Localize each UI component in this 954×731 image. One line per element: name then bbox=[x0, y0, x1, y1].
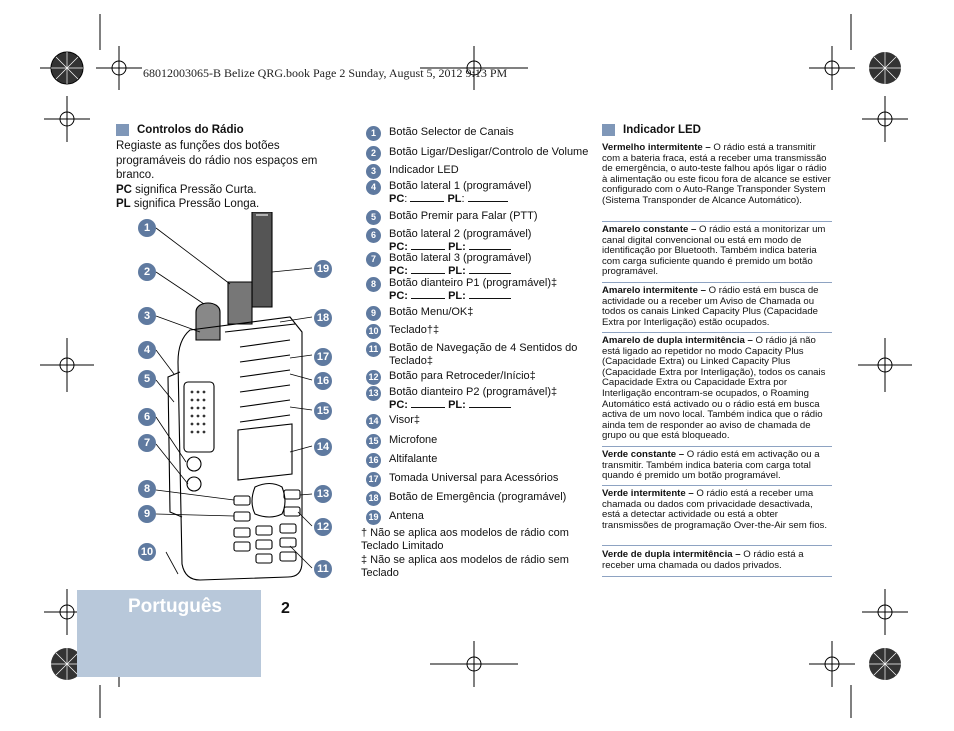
diagram-callout-13: 13 bbox=[314, 485, 332, 503]
diagram-callout-4: 4 bbox=[138, 341, 156, 359]
divider bbox=[602, 545, 832, 546]
control-number: 1 bbox=[366, 126, 381, 141]
diagram-callout-8: 8 bbox=[138, 480, 156, 498]
led-item-amber-double-blink: Amarelo de dupla intermitência – O rádio… bbox=[602, 335, 826, 442]
diagram-callout-5: 5 bbox=[138, 370, 156, 388]
diagram-callout-2: 2 bbox=[138, 263, 156, 281]
control-number: 9 bbox=[366, 306, 381, 321]
divider bbox=[602, 576, 832, 577]
control-number: 6 bbox=[366, 228, 381, 243]
diagram-callout-15: 15 bbox=[314, 402, 332, 420]
control-number: 12 bbox=[366, 370, 381, 385]
diagram-callout-9: 9 bbox=[138, 505, 156, 523]
diagram-callout-14: 14 bbox=[314, 438, 332, 456]
diagram-callout-6: 6 bbox=[138, 408, 156, 426]
section-marker bbox=[116, 124, 129, 136]
control-number: 13 bbox=[366, 386, 381, 401]
diagram-callout-10: 10 bbox=[138, 543, 156, 561]
radio-illustration bbox=[155, 212, 313, 581]
language-tab bbox=[77, 590, 261, 677]
print-header: 68012003065-B Belize QRG.book Page 2 Sun… bbox=[143, 66, 508, 80]
control-number: 3 bbox=[366, 164, 381, 179]
led-item-amber-blink: Amarelo intermitente – O rádio está em b… bbox=[602, 285, 819, 328]
divider bbox=[602, 221, 832, 222]
diagram-callout-18: 18 bbox=[314, 309, 332, 327]
pc-definition: PC significa Pressão Curta. bbox=[116, 183, 257, 196]
diagram-callout-7: 7 bbox=[138, 434, 156, 452]
control-item-12: 12 Botão para Retroceder/Início‡ bbox=[366, 370, 536, 385]
control-number: 10 bbox=[366, 324, 381, 339]
control-number: 4 bbox=[366, 180, 381, 195]
control-number: 15 bbox=[366, 434, 381, 449]
diagram-callout-12: 12 bbox=[314, 518, 332, 536]
intro-text: Regiaste as funções dos botões programáv… bbox=[116, 140, 318, 181]
led-section-title: Indicador LED bbox=[602, 124, 701, 136]
divider bbox=[602, 446, 832, 447]
control-number: 7 bbox=[366, 252, 381, 267]
controls-title-text: Controlos do Rádio bbox=[137, 124, 244, 136]
control-number: 14 bbox=[366, 414, 381, 429]
section-marker bbox=[602, 124, 615, 136]
language-label: Português bbox=[128, 596, 222, 617]
divider bbox=[602, 485, 832, 486]
diagram-callout-1: 1 bbox=[138, 219, 156, 237]
led-item-green-blink: Verde intermitente – O rádio está a rece… bbox=[602, 488, 827, 531]
control-number: 16 bbox=[366, 453, 381, 468]
led-item-red-blink: Vermelho intermitente – O rádio está a t… bbox=[602, 142, 831, 206]
controls-section-title: Controlos do Rádio bbox=[116, 124, 244, 136]
control-number: 17 bbox=[366, 472, 381, 487]
control-number: 11 bbox=[366, 342, 381, 357]
footnote-ddagger: ‡ Não se aplica aos modelos de rádio sem… bbox=[361, 554, 569, 579]
diagram-callout-3: 3 bbox=[138, 307, 156, 325]
control-number: 5 bbox=[366, 210, 381, 225]
diagram-callout-17: 17 bbox=[314, 348, 332, 366]
diagram-callout-11: 11 bbox=[314, 560, 332, 578]
led-item-amber-solid: Amarelo constante – O rádio está a monit… bbox=[602, 224, 826, 278]
page-number: 2 bbox=[281, 600, 290, 617]
control-number: 2 bbox=[366, 146, 381, 161]
led-title-text: Indicador LED bbox=[623, 124, 701, 136]
control-number: 19 bbox=[366, 510, 381, 525]
diagram-callout-16: 16 bbox=[314, 372, 332, 390]
divider bbox=[602, 282, 832, 283]
controls-intro: Regiaste as funções dos botões programáv… bbox=[116, 139, 338, 212]
pl-definition: PL significa Pressão Longa. bbox=[116, 198, 260, 210]
control-number: 18 bbox=[366, 491, 381, 506]
diagram-callout-19: 19 bbox=[314, 260, 332, 278]
control-number: 8 bbox=[366, 277, 381, 292]
footnote-dagger: † Não se aplica aos modelos de rádio com… bbox=[361, 527, 569, 552]
divider bbox=[602, 332, 832, 333]
led-item-green-double-blink: Verde de dupla intermitência – O rádio e… bbox=[602, 549, 804, 571]
led-item-green-solid: Verde constante – O rádio está em activa… bbox=[602, 449, 820, 482]
